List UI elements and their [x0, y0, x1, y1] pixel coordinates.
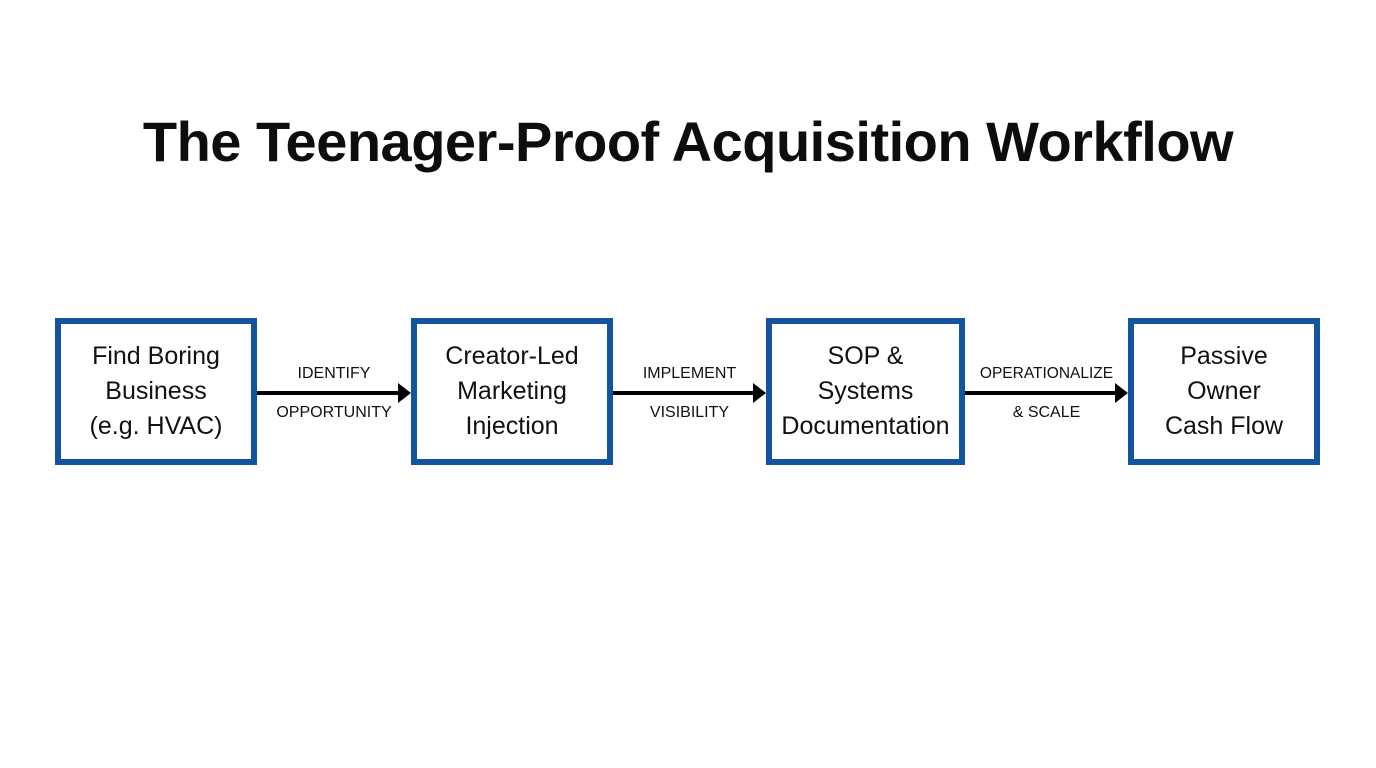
arrow-line	[257, 391, 402, 395]
flow-node-creator-led-marketing-injection[interactable]: Creator-Led Marketing Injection	[411, 318, 613, 465]
flow-node-label: Find Boring Business (e.g. HVAC)	[89, 342, 223, 440]
connector-label-below: VISIBILITY	[649, 404, 730, 421]
page-title: The Teenager-Proof Acquisition Workflow	[142, 110, 1234, 173]
arrow-line	[965, 391, 1119, 395]
process-flow-diagram: Find Boring Business (e.g. HVAC) IDENTIF…	[55, 318, 1320, 465]
flow-node-passive-owner-cash-flow[interactable]: Passive Owner Cash Flow	[1128, 318, 1320, 465]
flow-connector-implement-visibility: IMPLEMENT VISIBILITY	[613, 318, 766, 465]
arrow-head-icon	[753, 383, 766, 403]
arrow-head-icon	[398, 383, 411, 403]
arrow-line	[613, 391, 757, 395]
flow-node-find-boring-business[interactable]: Find Boring Business (e.g. HVAC)	[55, 318, 257, 465]
connector-label-below: OPPORTUNITY	[276, 404, 392, 421]
flow-node-label: SOP & Systems Documentation	[781, 342, 950, 440]
connector-label-above: OPERATIONALIZE	[979, 365, 1114, 382]
connector-label-above: IDENTIFY	[297, 365, 371, 382]
flow-node-label: Creator-Led Marketing Injection	[445, 342, 579, 440]
flow-node-label: Passive Owner Cash Flow	[1164, 342, 1284, 440]
flow-connector-operationalize-and-scale: OPERATIONALIZE & SCALE	[965, 318, 1128, 465]
flow-connector-identify-opportunity: IDENTIFY OPPORTUNITY	[257, 318, 411, 465]
connector-label-above: IMPLEMENT	[642, 365, 737, 382]
flow-node-sop-systems-documentation[interactable]: SOP & Systems Documentation	[766, 318, 965, 465]
connector-label-below: & SCALE	[1012, 404, 1081, 421]
arrow-head-icon	[1115, 383, 1128, 403]
